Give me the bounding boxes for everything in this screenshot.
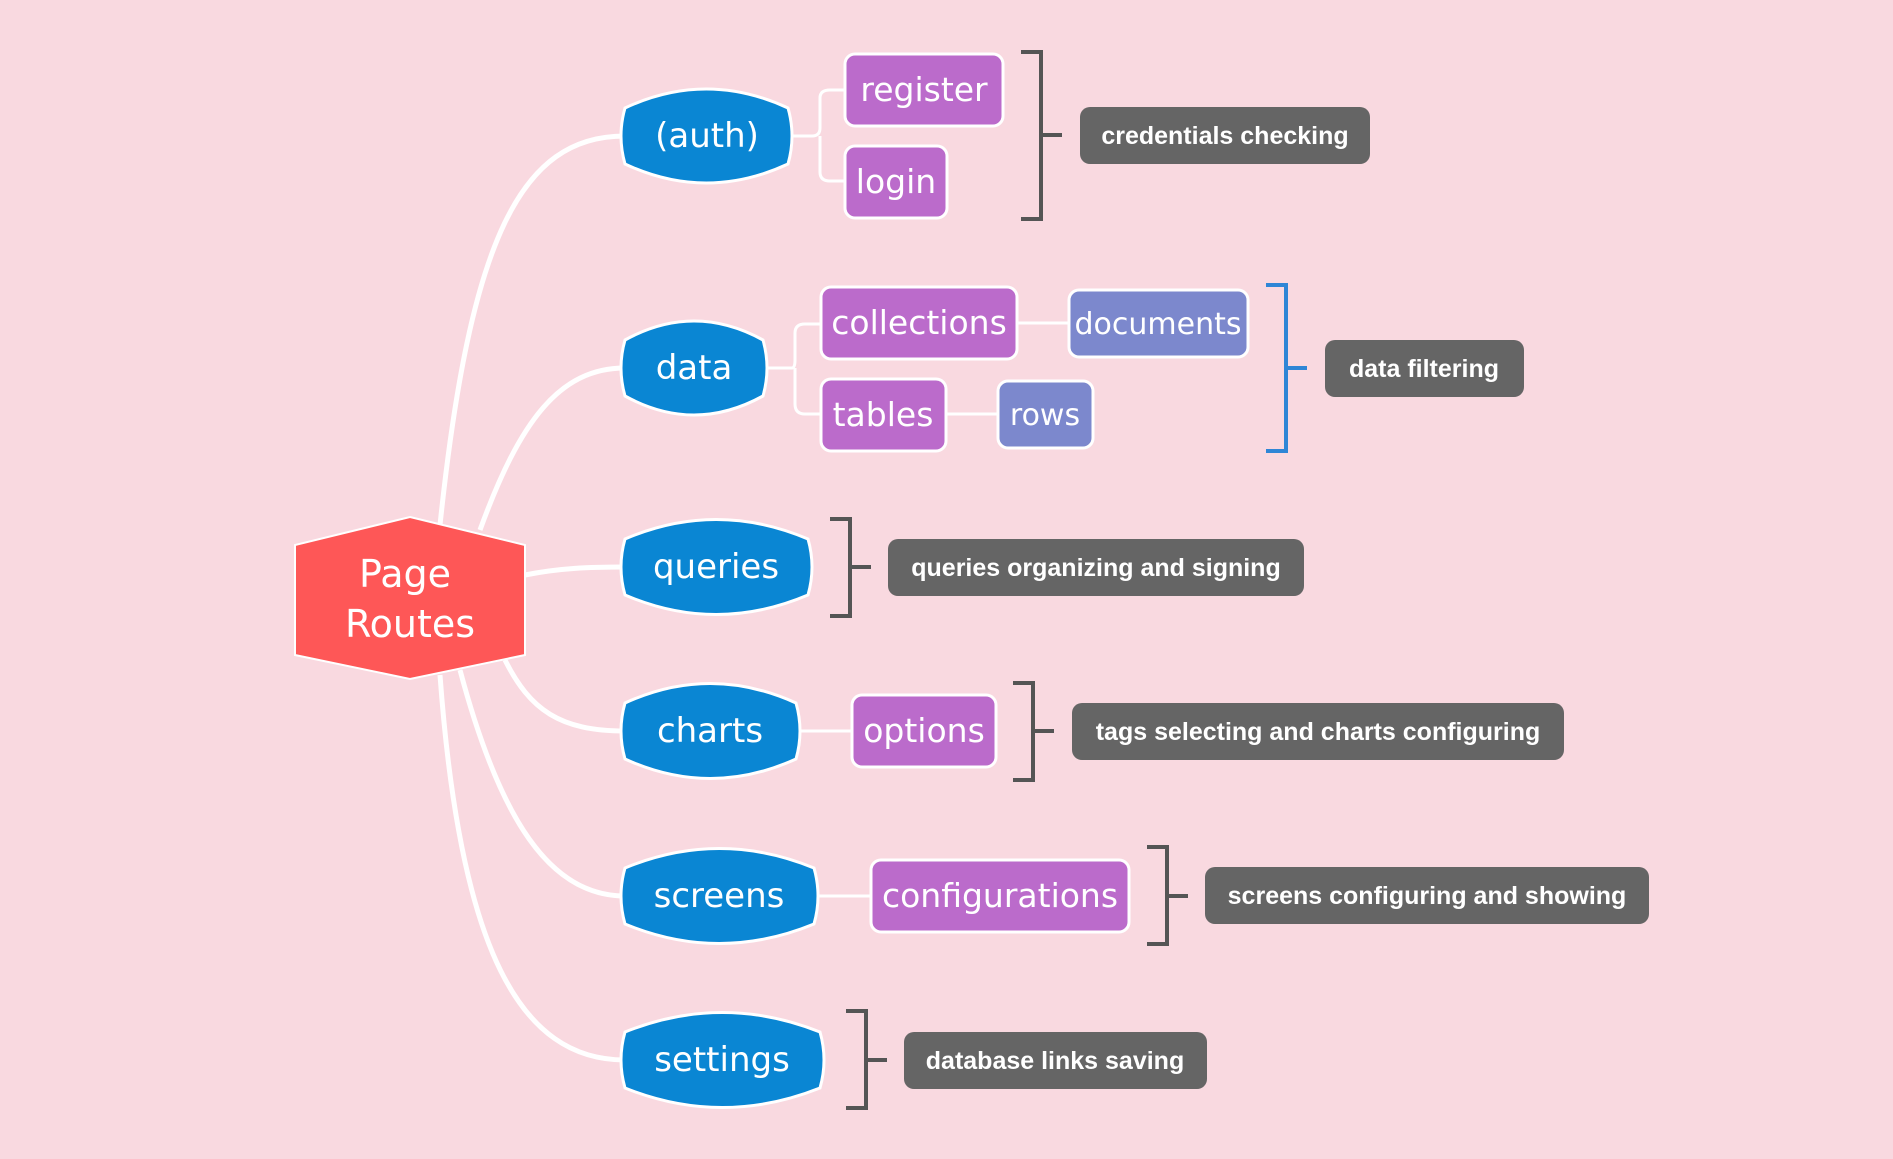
- root-node[interactable]: Page Routes: [294, 515, 526, 681]
- note-text-screens: screens configuring and showing: [1228, 882, 1627, 910]
- route-label-settings: settings: [654, 1040, 790, 1080]
- bracket-queries: [830, 517, 871, 618]
- route-node-charts[interactable]: charts: [619, 682, 802, 780]
- bracket-settings: [846, 1009, 887, 1110]
- subroute-options[interactable]: options: [850, 693, 998, 769]
- subroute-label-login: login: [856, 162, 936, 201]
- note-charts: tags selecting and charts configuring: [1072, 703, 1564, 760]
- subroute-login[interactable]: login: [843, 144, 949, 220]
- subroute-label-register: register: [860, 70, 988, 109]
- note-box-settings: [904, 1032, 1207, 1089]
- connector-queries: [524, 564, 626, 578]
- connector-screens: [457, 669, 626, 899]
- route-label-charts: charts: [657, 711, 763, 751]
- root-label-line2: Routes: [345, 602, 475, 646]
- subroute-box-tables: [819, 377, 948, 453]
- subroute-collections[interactable]: collections: [819, 285, 1019, 361]
- route-label-auth: (auth): [655, 116, 759, 156]
- subroute-label-options: options: [863, 711, 985, 750]
- bracket-charts: [1013, 681, 1054, 782]
- bracket-auth: [1021, 50, 1062, 221]
- note-auth: credentials checking: [1080, 107, 1370, 164]
- note-text-charts: tags selecting and charts configuring: [1096, 718, 1541, 746]
- bracket-data: [1266, 283, 1307, 453]
- note-queries: queries organizing and signing: [888, 539, 1304, 596]
- route-shape-data: [619, 319, 769, 417]
- route-label-queries: queries: [653, 547, 779, 587]
- leaf-rows[interactable]: rows: [996, 379, 1095, 450]
- subroute-box-login: [843, 144, 949, 220]
- connector-data-collections: [767, 322, 821, 370]
- leaf-box-documents: [1067, 288, 1250, 359]
- note-text-data: data filtering: [1349, 355, 1499, 383]
- route-node-screens[interactable]: screens: [619, 847, 820, 945]
- bracket-screens: [1147, 845, 1188, 946]
- leaf-box-rows: [996, 379, 1095, 450]
- subroute-label-collections: collections: [831, 303, 1007, 342]
- route-node-queries[interactable]: queries: [619, 518, 814, 616]
- subroute-box-options: [850, 693, 998, 769]
- note-box-screens: [1205, 867, 1649, 924]
- connector-settings: [437, 674, 626, 1063]
- note-text-auth: credentials checking: [1101, 122, 1348, 150]
- subroute-configurations[interactable]: configurations: [869, 858, 1131, 934]
- leaf-documents[interactable]: documents: [1067, 288, 1250, 359]
- subroute-tables[interactable]: tables: [819, 377, 948, 453]
- route-label-screens: screens: [654, 876, 785, 916]
- note-screens: screens configuring and showing: [1205, 867, 1649, 924]
- subroute-register[interactable]: register: [843, 52, 1005, 128]
- route-label-data: data: [656, 348, 733, 388]
- root-hexagon: [294, 515, 526, 681]
- subroute-label-configurations: configurations: [882, 876, 1118, 915]
- route-node-auth[interactable]: (auth): [619, 87, 794, 185]
- route-shape-settings: [619, 1011, 826, 1109]
- note-box-queries: [888, 539, 1304, 596]
- connector-data: [477, 365, 626, 531]
- note-text-queries: queries organizing and signing: [911, 554, 1280, 582]
- leaf-label-rows: rows: [1010, 398, 1080, 433]
- route-shape-charts: [619, 682, 802, 780]
- root-label-line1: Page: [359, 552, 451, 596]
- note-settings: database links saving: [904, 1032, 1207, 1089]
- connector-auth-register: [792, 88, 845, 138]
- route-shape-screens: [619, 847, 820, 945]
- subroute-box-register: [843, 52, 1005, 128]
- connector-auth: [437, 133, 626, 526]
- connector-data-tables: [793, 368, 821, 416]
- subroute-label-tables: tables: [833, 395, 934, 434]
- note-box-auth: [1080, 107, 1370, 164]
- note-box-data: [1325, 340, 1524, 397]
- connector-charts: [502, 658, 626, 734]
- subroute-box-collections: [819, 285, 1019, 361]
- leaf-label-documents: documents: [1075, 307, 1242, 342]
- note-box-charts: [1072, 703, 1564, 760]
- route-shape-auth: [619, 87, 794, 185]
- route-node-data[interactable]: data: [619, 319, 769, 417]
- route-shape-queries: [619, 518, 814, 616]
- note-data: data filtering: [1325, 340, 1524, 397]
- root-connectors: [437, 133, 626, 1063]
- route-node-settings[interactable]: settings: [619, 1011, 826, 1109]
- subroute-box-configurations: [869, 858, 1131, 934]
- note-text-settings: database links saving: [926, 1047, 1184, 1075]
- child-connectors: [767, 88, 1069, 898]
- brackets: [830, 50, 1307, 1110]
- connector-auth-login: [818, 136, 845, 183]
